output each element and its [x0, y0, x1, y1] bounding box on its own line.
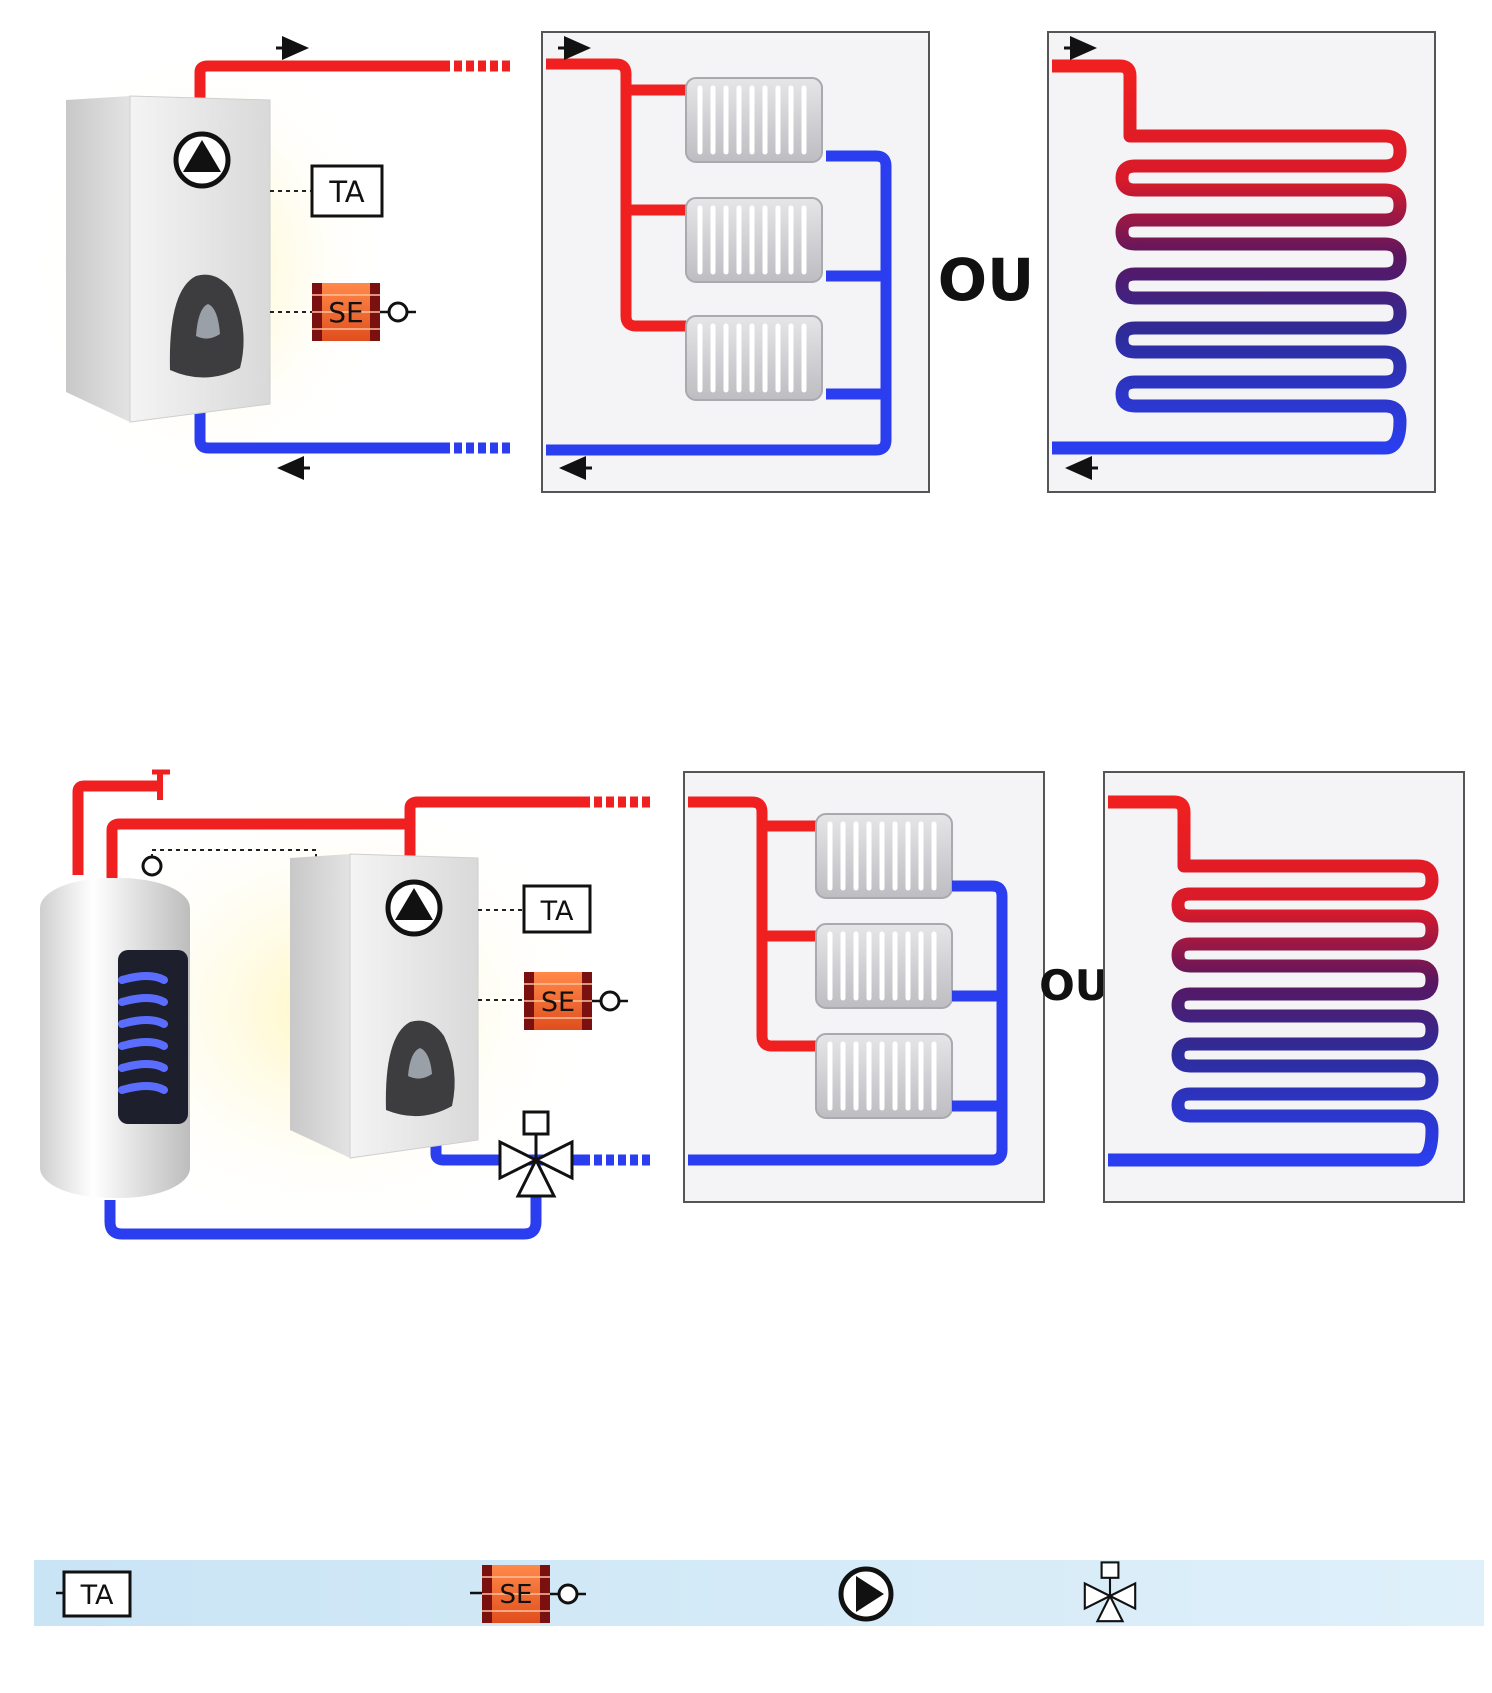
safety-exchanger-icon	[522, 970, 630, 1032]
floor-heating-coil-icon	[1108, 795, 1439, 1167]
radiator-icon	[686, 316, 822, 400]
scheme-boiler-heating: TA SE OU	[30, 31, 1436, 493]
supply-pipe	[194, 60, 450, 102]
supply-branches	[626, 84, 686, 216]
return-manifold	[546, 150, 892, 456]
tank-sensor-icon	[141, 855, 163, 877]
floor-heating-panel	[1103, 771, 1465, 1203]
or-label: OU	[1039, 961, 1109, 1010]
floor-heating-panel	[1047, 31, 1436, 493]
radiator-icon	[686, 78, 822, 162]
legend: TA SE	[34, 1560, 1484, 1626]
ambient-thermostat-icon	[310, 164, 384, 218]
supply-pipe	[404, 796, 590, 860]
or-label: OU	[938, 246, 1034, 314]
tank-supply-pipe	[106, 818, 410, 880]
pump-icon	[176, 134, 228, 186]
return-pipe	[194, 405, 450, 454]
tank-return-pipe	[104, 1190, 542, 1240]
dhw-pipe	[72, 780, 160, 875]
ambient-thermostat-icon	[522, 884, 592, 934]
radiator-panel	[541, 31, 930, 493]
scheme-boiler-tank-heating: TA SE OU	[40, 769, 1465, 1240]
radiator-icon	[816, 924, 952, 1008]
return-pipe	[430, 1136, 590, 1166]
floor-heating-coil-icon	[1052, 59, 1407, 455]
hot-water-tank	[40, 878, 190, 1198]
supply-manifold	[546, 58, 686, 332]
legend-item-ta: TA	[56, 1570, 132, 1618]
electric-boiler	[290, 853, 479, 1159]
se-label: SE	[328, 296, 363, 329]
se-label: SE	[541, 987, 575, 1018]
return-branches	[952, 990, 1002, 1112]
return-branches	[826, 270, 886, 400]
legend-ta-label: TA	[80, 1580, 114, 1611]
legend-se-label: SE	[500, 1580, 533, 1610]
supply-manifold	[688, 796, 816, 1052]
ambient-thermostat-icon	[62, 1570, 132, 1618]
radiator-icon	[816, 814, 952, 898]
ta-label: TA	[540, 896, 574, 927]
radiator-icon	[816, 1034, 952, 1118]
return-manifold	[688, 880, 1008, 1166]
electric-boiler	[66, 95, 271, 423]
radiator-icon	[686, 198, 822, 282]
pump-icon	[388, 882, 440, 934]
ta-label: TA	[328, 175, 364, 209]
tank-coil	[118, 972, 168, 1094]
supply-branches	[762, 820, 816, 942]
legend-item-pump	[838, 1566, 894, 1622]
legend-item-se: SE	[470, 1563, 588, 1625]
radiator-panel	[683, 771, 1045, 1203]
legend-band	[34, 1560, 1484, 1626]
